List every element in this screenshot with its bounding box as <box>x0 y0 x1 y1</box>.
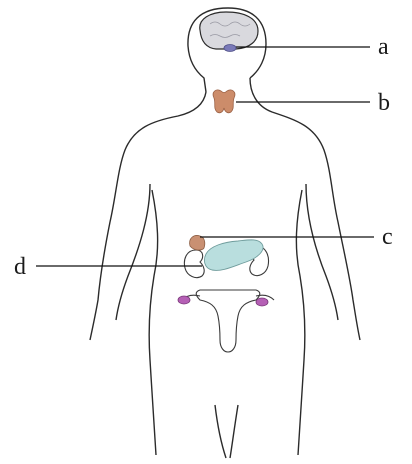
thyroid-gland <box>213 90 235 113</box>
uterus <box>196 290 260 352</box>
left-torso-leg <box>149 190 157 455</box>
label-a: a <box>378 34 389 60</box>
left-kidney <box>184 250 204 278</box>
label-d: d <box>14 254 26 280</box>
left-arm-inner <box>116 184 150 320</box>
left-ovary <box>178 296 190 304</box>
right-torso-leg <box>296 190 304 455</box>
adrenal-gland <box>190 235 205 250</box>
label-c: c <box>382 224 393 250</box>
crotch <box>215 405 238 458</box>
right-ovary <box>256 298 268 306</box>
label-b: b <box>378 90 390 116</box>
right-arm-inner <box>306 184 338 320</box>
pituitary-gland <box>224 45 236 52</box>
brain <box>200 12 258 49</box>
